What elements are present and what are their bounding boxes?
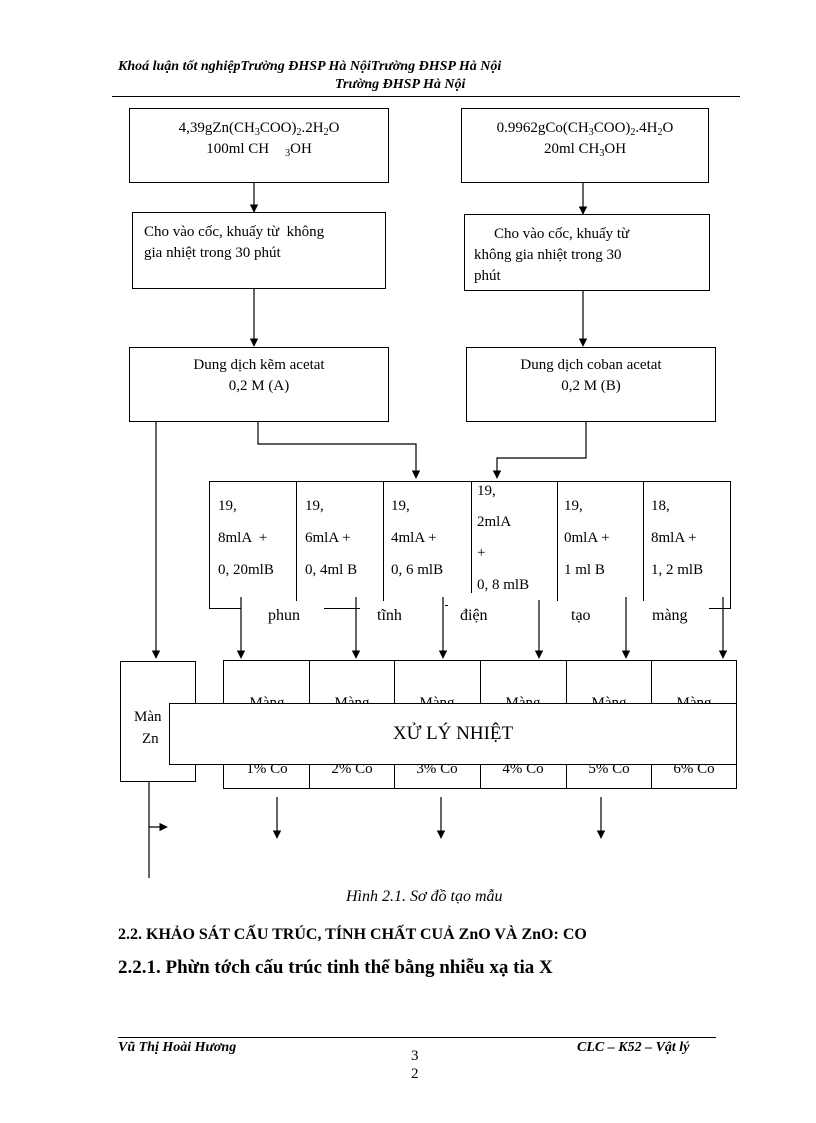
cobalt-solution-line-2: 0,2 M (B) (561, 378, 621, 394)
mixture-col-divider (383, 481, 384, 601)
zinc-solution-box: Dung dịch kẽm acetat 0,2 M (A) (129, 347, 389, 422)
spray-word-3: điện (460, 607, 488, 624)
section-heading: 2.2. KHẢO SÁT CẤU TRÚC, TÍNH CHẤT CUẢ Zn… (118, 926, 587, 943)
cobalt-mixing-box: Cho vào cốc, khuấy từ không gia nhiệt tr… (464, 214, 710, 291)
film-cell-3-percent: 3% Co (416, 761, 458, 777)
mixture-col-divider (209, 481, 210, 609)
film-cell-1-percent: 1% Co (246, 761, 288, 777)
cobalt-solution-line-1: Dung dịch coban acetat (520, 357, 662, 373)
mixture-table-top-border (209, 481, 731, 482)
cobalt-reagent-line-1: 0.9962gCo(CH3COO)2.4H2O (496, 120, 674, 138)
page-number-bottom: 2 (411, 1066, 419, 1082)
spray-word-1: phun (268, 607, 300, 624)
mixture-bottom-segment (709, 608, 730, 609)
spray-word-5: màng (652, 607, 688, 624)
mixture-bottom-segment (445, 605, 448, 606)
film-cell-2-percent: 2% Co (331, 761, 373, 777)
zinc-mixing-line-1: Cho vào cốc, khuấy từ không (144, 224, 325, 240)
zinc-solution-line-2: 0,2 M (A) (228, 378, 290, 394)
figure-caption: Hình 2.1. Sơ đồ tạo mẫu (346, 888, 503, 905)
zinc-mixing-line-2: gia nhiệt trong 30 phút (144, 245, 281, 261)
heat-treatment-box: XỬ LÝ NHIỆT (169, 703, 737, 765)
footer-rule (118, 1037, 716, 1038)
cobalt-mixing-line-1: Cho vào cốc, khuấy từ (494, 226, 630, 242)
mixture-col-divider (557, 481, 558, 601)
spray-word-2: tĩnh (377, 607, 402, 624)
page-number-top: 3 (411, 1048, 419, 1064)
cobalt-acetate-reagent-box: 0.9962gCo(CH3COO)2.4H2O 20ml CH3OH (461, 108, 709, 183)
subsection-heading: 2.2.1. Phừn tớch cấu trúc tinh thể bằng … (118, 957, 553, 978)
cobalt-mixing-line-2: không gia nhiệt trong 30 (474, 247, 622, 263)
header-line-2: Trường ĐHSP Hà Nội (335, 77, 466, 92)
header-line-1: Khoá luận tốt nghiệpTrường ĐHSP Hà NộiTr… (118, 59, 502, 74)
mixture-bottom-segment (324, 608, 360, 609)
mixture-col-divider (296, 481, 297, 601)
mixture-table: 19, 8mlA + 0, 20mlB 19, 6mlA + 0, 4ml B … (209, 481, 731, 611)
footer-author: Vũ Thị Hoài Hương (118, 1040, 237, 1055)
mixture-col-divider (730, 481, 731, 609)
mixture-col-divider (643, 481, 644, 601)
zinc-solution-line-1: Dung dịch kẽm acetat (193, 357, 325, 373)
cobalt-reagent-line-2: 20ml CH3OH (543, 141, 627, 159)
header-rule (112, 96, 740, 97)
film-cell-5-percent: 5% Co (588, 761, 630, 777)
zinc-reagent-line-1: 4,39gZn(CH3COO)2.2H2O (178, 120, 340, 138)
cobalt-mixing-line-3: phút (474, 268, 501, 284)
zinc-mixing-box: Cho vào cốc, khuấy từ không gia nhiệt tr… (132, 212, 386, 289)
mixture-bottom-segment (209, 608, 241, 609)
spray-word-4: tạo (571, 607, 591, 624)
mixture-col-divider (471, 481, 472, 593)
cobalt-solution-box: Dung dịch coban acetat 0,2 M (B) (466, 347, 716, 422)
film-cell-4-percent: 4% Co (502, 761, 544, 777)
film-cell-6-percent: 6% Co (673, 761, 715, 777)
footer-class: CLC – K52 – Vật lý (577, 1040, 690, 1055)
